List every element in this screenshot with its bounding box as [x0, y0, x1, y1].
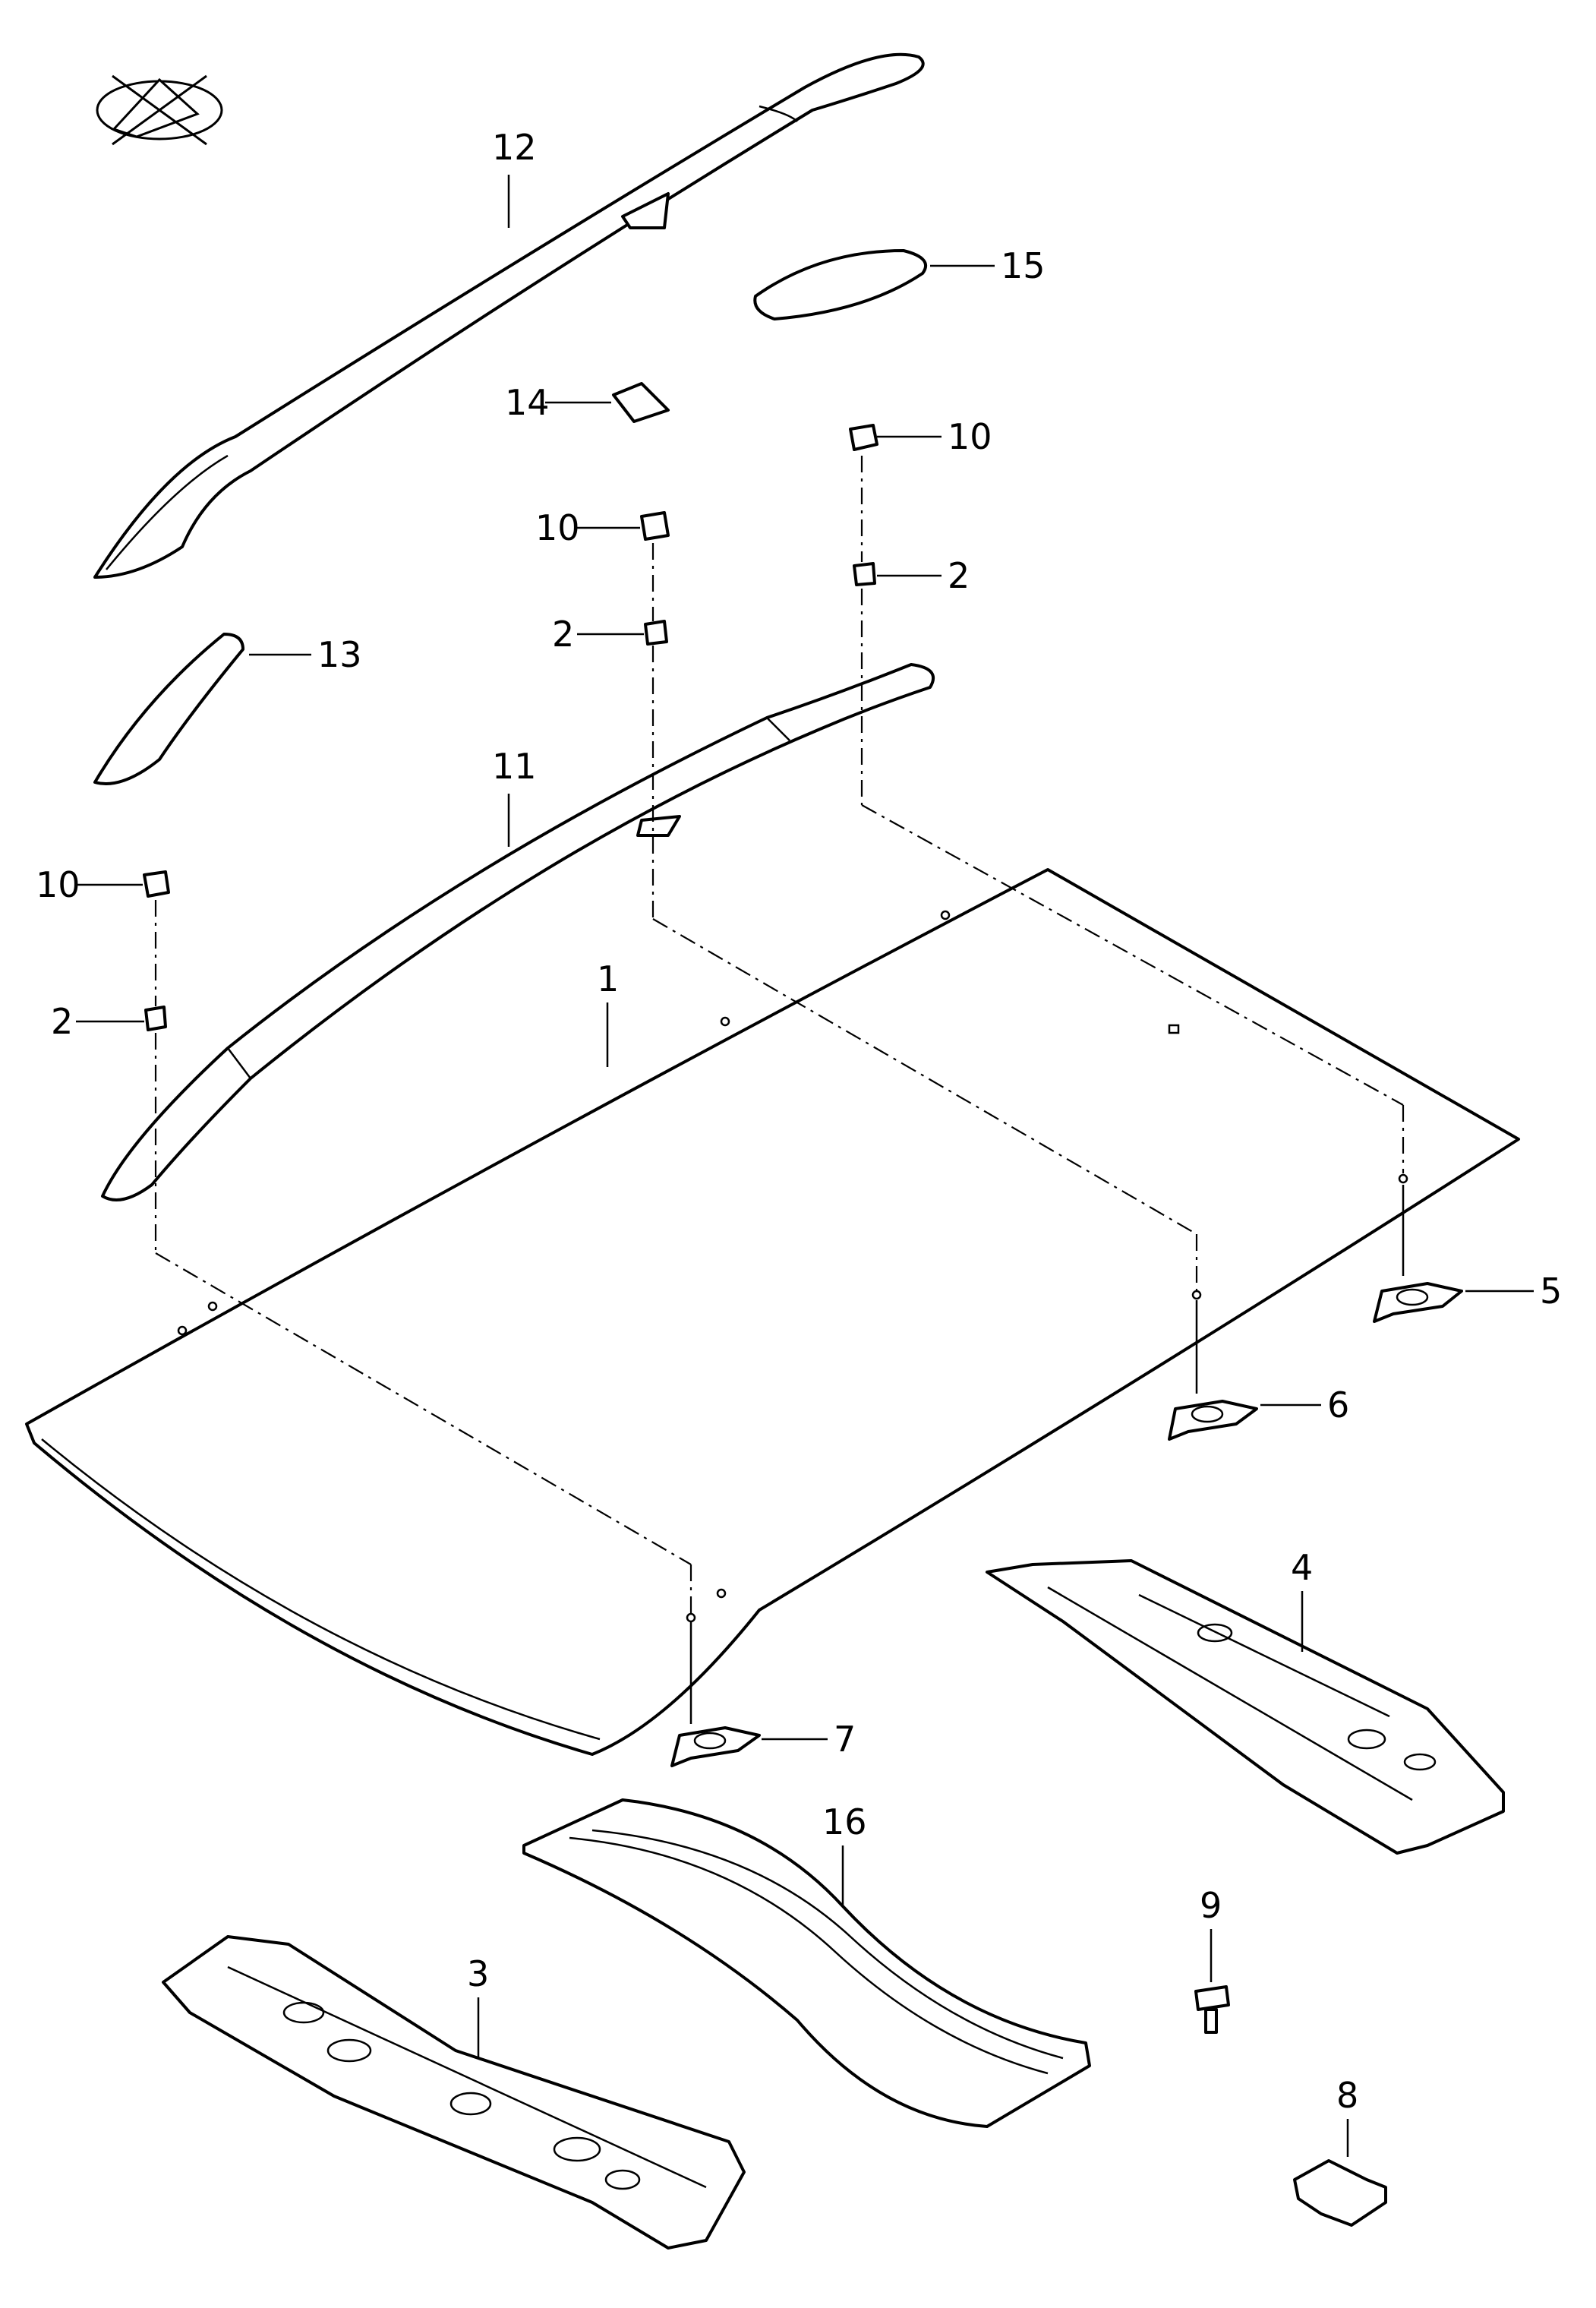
- part-5-bracket: [1373, 1185, 1463, 1323]
- callout-2-rear: 2: [948, 555, 970, 596]
- callout-2-middle: 2: [552, 614, 574, 655]
- callout-1: 1: [597, 958, 619, 999]
- leader-lines: [76, 175, 1534, 2058]
- part-13-end-cap: [93, 633, 244, 785]
- callout-4: 4: [1291, 1547, 1313, 1588]
- part-3-cross-member: [162, 1935, 746, 2250]
- callout-5: 5: [1540, 1271, 1562, 1312]
- callout-14: 14: [505, 382, 550, 423]
- part-16-roof-bow: [522, 1798, 1091, 2128]
- part-9-screw: [1194, 1929, 1230, 2034]
- callout-7: 7: [834, 1719, 856, 1760]
- callout-3: 3: [467, 1953, 489, 1994]
- part-7-bracket: [670, 1621, 761, 1767]
- fastener-10-middle: [640, 511, 670, 541]
- fastener-2-front: [144, 1006, 167, 1031]
- callout-12: 12: [492, 127, 537, 168]
- fastener-2-rear: [853, 562, 876, 586]
- callout-2-front: 2: [51, 1001, 73, 1042]
- part-12-roof-rail-cover: [93, 52, 925, 579]
- callout-13: 13: [317, 634, 362, 675]
- part-15-end-cap: [753, 249, 928, 320]
- part-4-cross-member: [986, 1559, 1505, 1855]
- fastener-10-front: [143, 870, 170, 898]
- part-1-roof-panel: [25, 868, 1520, 1756]
- callout-10-front: 10: [36, 864, 80, 905]
- part-11-roof-rail: [101, 663, 935, 1201]
- callout-10-rear: 10: [948, 416, 992, 457]
- callout-10-middle: 10: [535, 507, 580, 548]
- callout-11: 11: [492, 746, 537, 787]
- callout-labels: 12 15 14 10 10 2 13 2 11 10 2 1 5 6 4 7 …: [36, 127, 1562, 2116]
- part-6-bracket: [1168, 1300, 1258, 1441]
- callout-16: 16: [822, 1801, 867, 1842]
- callout-6: 6: [1327, 1384, 1349, 1426]
- callout-15: 15: [1001, 245, 1046, 286]
- assembly-lines: [154, 456, 1405, 1614]
- part-8-bracket: [1293, 2119, 1387, 2227]
- callout-9: 9: [1200, 1885, 1222, 1926]
- part-14-clip: [612, 382, 670, 423]
- fastener-2-middle: [644, 620, 668, 646]
- callout-8: 8: [1336, 2075, 1358, 2116]
- orientation-icon: [96, 74, 223, 146]
- fastener-10-rear: [849, 424, 878, 451]
